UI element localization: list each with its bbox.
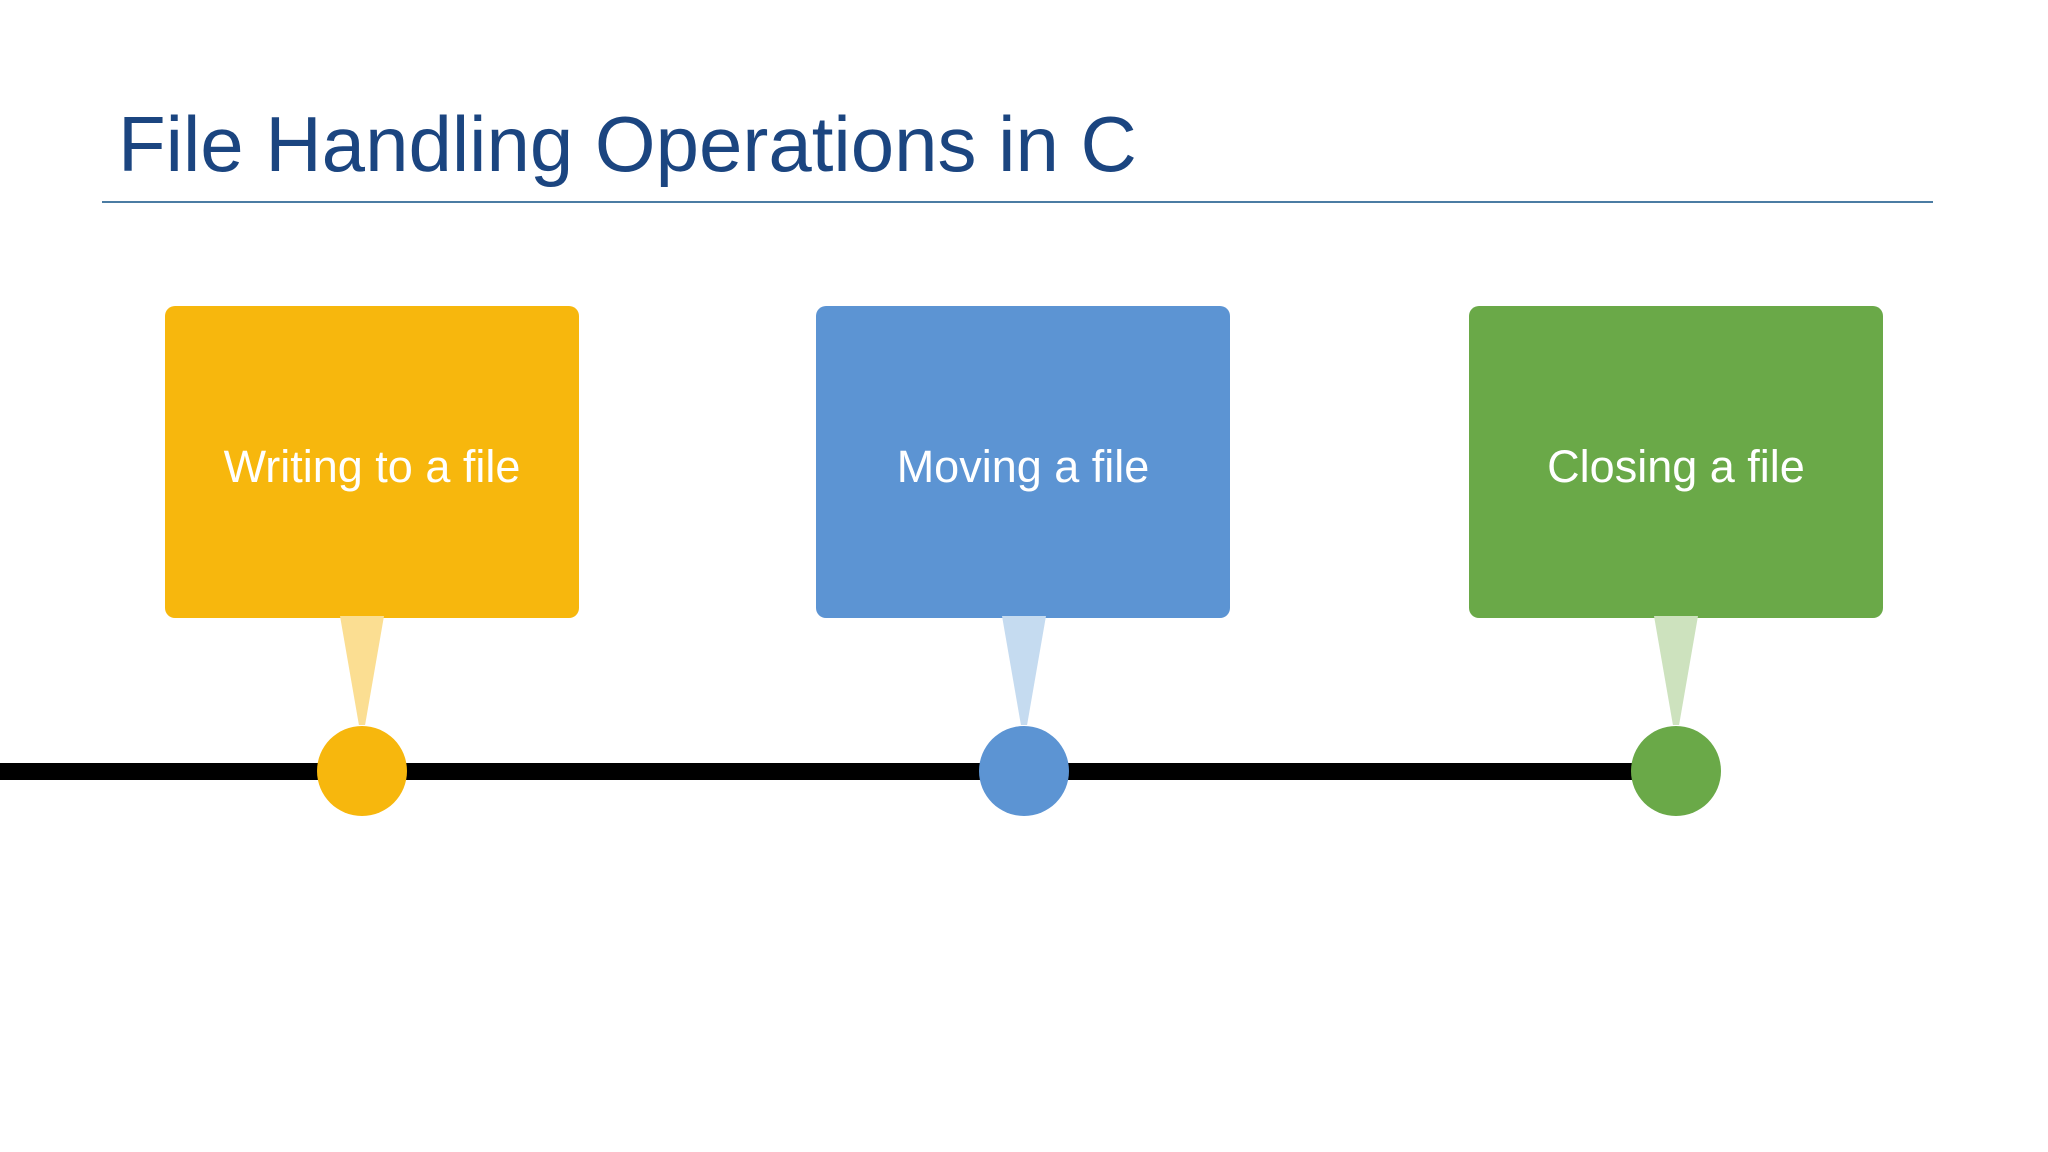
slide-title: File Handling Operations in C (118, 100, 1137, 189)
timeline-dot (979, 726, 1069, 816)
timeline-dot (1631, 726, 1721, 816)
callout-pointer (1002, 616, 1046, 725)
timeline-item-closing: Closing a file (1469, 306, 1883, 906)
callout-box: Closing a file (1469, 306, 1883, 618)
timeline-item-moving: Moving a file (816, 306, 1230, 906)
callout-label: Writing to a file (223, 441, 521, 492)
timeline-bar (0, 763, 1676, 780)
callout-pointer (340, 616, 384, 725)
timeline-item-writing: Writing to a file (165, 306, 579, 906)
title-divider (102, 201, 1933, 203)
callout-label: Moving a file (896, 441, 1150, 492)
callout-pointer (1654, 616, 1698, 725)
callout-box: Moving a file (816, 306, 1230, 618)
callout-box: Writing to a file (165, 306, 579, 618)
timeline-dot (317, 726, 407, 816)
callout-label: Closing a file (1547, 441, 1805, 492)
